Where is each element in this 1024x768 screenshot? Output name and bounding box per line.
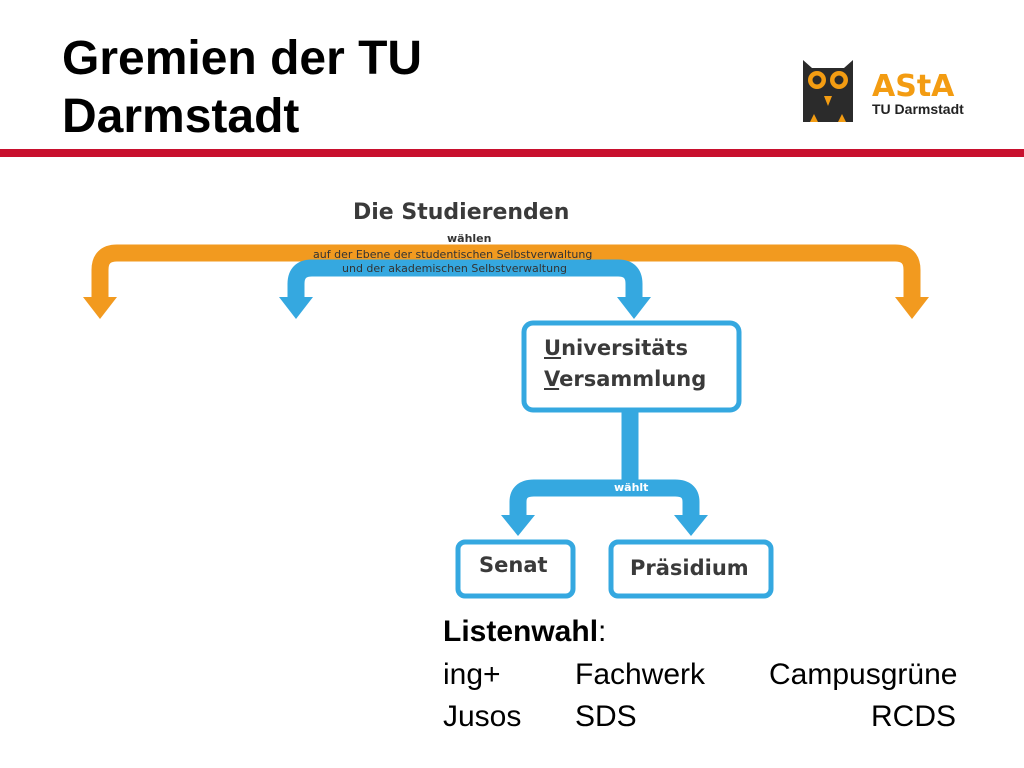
blue-arrow [287,259,643,298]
list-item-jusos: Jusos [443,700,522,733]
elects-label: wählt [614,481,649,494]
logo-subtitle: TU Darmstadt [872,101,964,117]
owl-icon: AStA [803,60,955,122]
list-item-fachwerk: Fachwerk [575,658,706,691]
asta-wordmark: AStA [872,69,955,104]
list-item-rcds: RCDS [871,700,957,733]
level-label-1: auf der Ebene der studentischen Selbstve… [313,248,593,261]
uv-elects-arrow [509,412,700,516]
organization-diagram [83,244,929,599]
praesidium-box [608,539,774,599]
praesidium-label: Präsidium [630,556,749,580]
senat-arrowhead [501,515,535,536]
asta-logo: AStA TU Darmstadt [800,56,980,128]
praesidium-arrowhead [674,515,708,536]
uv-box [521,320,742,413]
blue-arrowhead-right [617,297,651,319]
diagram-heading: Die Studierenden [353,200,570,225]
level-label-2: und der akademischen Selbstverwaltung [342,262,568,275]
list-election-heading: Listenwahl: [443,615,607,648]
orange-arrowhead-left [83,297,117,319]
orange-arrow [91,244,921,298]
orange-arrowhead-right [895,297,929,319]
title-divider [0,149,1024,157]
uv-label-line-1: Universitäts [544,336,688,360]
list-item-sds: SDS [575,700,637,733]
list-item-campusgruene: Campusgrüne [769,658,958,691]
title-line-1: Gremien der TU [62,32,423,85]
slide-title: Gremien der TU Darmstadt [62,30,422,146]
title-line-2: Darmstadt [62,90,300,143]
senat-label: Senat [479,553,548,577]
list-item-ing: ing+ [443,658,501,691]
vote-label: wählen [447,232,492,245]
blue-arrowhead-left [279,297,313,319]
senat-box [455,539,576,599]
uv-label-line-2: Versammlung [544,367,707,391]
